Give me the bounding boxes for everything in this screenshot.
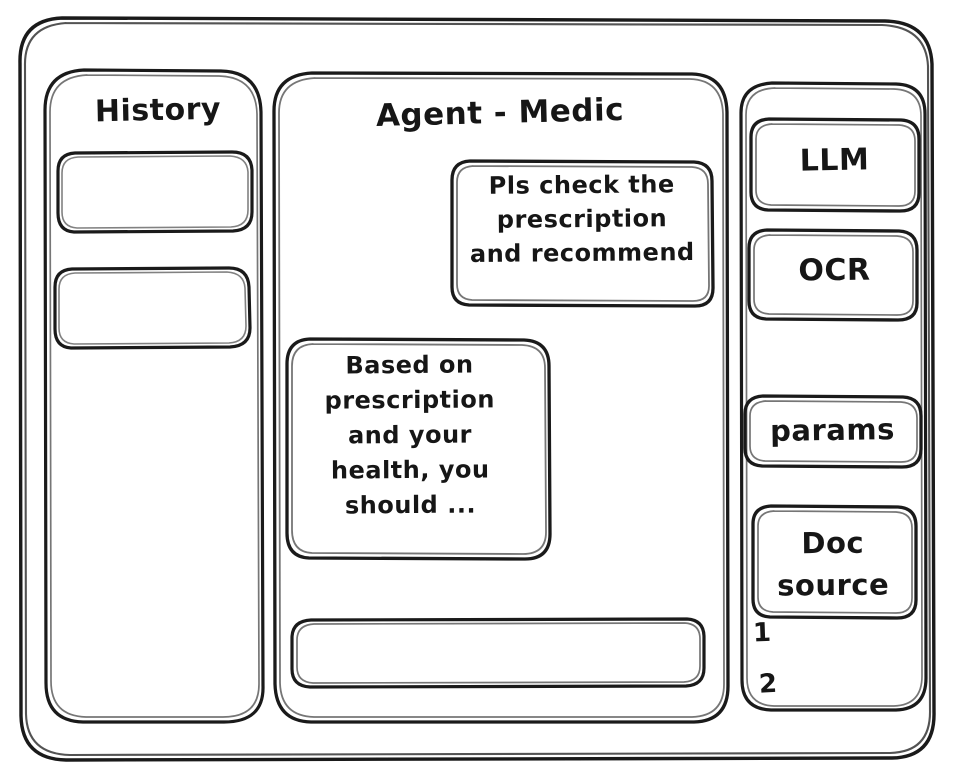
agent-panel-strokes [272, 71, 730, 724]
tool-ocr-strokes [747, 228, 919, 322]
tool-params-strokes [743, 394, 923, 469]
agent-panel-title: Agent - Medic [375, 91, 625, 135]
message-input-strokes [290, 617, 706, 689]
history-item-1-strokes [56, 150, 254, 234]
history-item-2[interactable] [55, 269, 250, 348]
agent-message-bubble-strokes [285, 337, 552, 561]
tool-doc-source-strokes [751, 504, 918, 620]
history-panel-title: History [94, 91, 222, 130]
tools-panel-strokes [739, 81, 928, 712]
tool-llm-strokes [749, 117, 921, 213]
history-panel-strokes [43, 68, 265, 724]
doc-source-item-2[interactable]: 2 [758, 668, 779, 700]
doc-source-item-1[interactable]: 1 [752, 617, 773, 649]
history-item-2-strokes [53, 266, 252, 350]
tool-params-button[interactable] [745, 396, 921, 467]
tool-doc-source-button[interactable] [753, 506, 916, 618]
message-input[interactable] [292, 619, 704, 687]
agent-message-text: Based on prescription and your health, y… [324, 350, 496, 520]
tool-ocr-button[interactable] [749, 230, 917, 320]
user-message-text: Pls check the prescription and recommend [469, 170, 695, 269]
tool-llm-button[interactable] [751, 119, 919, 211]
user-message-bubble-strokes [450, 159, 715, 308]
app-window-frame-strokes [18, 16, 936, 762]
history-item-1[interactable] [58, 153, 252, 232]
